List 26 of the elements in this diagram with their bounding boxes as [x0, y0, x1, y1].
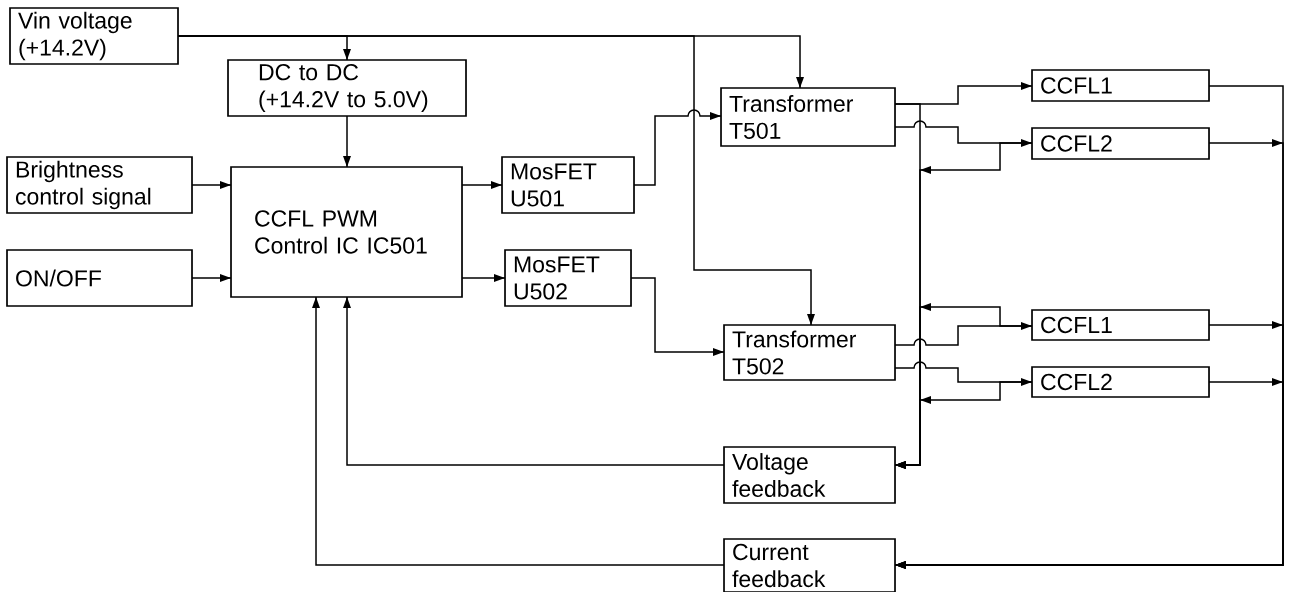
connector-arrow [343, 296, 725, 466]
block-box: Current feedback [723, 538, 896, 592]
block-box: CCFL PWM Control IC IC501 [230, 166, 463, 298]
connector-arrow [191, 181, 232, 189]
block-box: Vin voltage (+14.2V) [9, 7, 179, 65]
connector-arrow [894, 381, 1033, 469]
block-box: CCFL2 [1031, 366, 1210, 398]
connector-arrow [633, 109, 722, 186]
block-box: DC to DC (+14.2V to 5.0V) [227, 59, 467, 117]
connector-arrow [343, 115, 351, 168]
block-box: ON/OFF [6, 249, 193, 307]
block-box: CCFL1 [1031, 309, 1210, 341]
connector-arrow [461, 181, 503, 189]
connector-arrow [312, 296, 725, 566]
connector-arrow [630, 277, 725, 356]
block-box: CCFL2 [1031, 127, 1210, 160]
block-box: Transformer T502 [723, 324, 896, 381]
connector-arrow [191, 274, 232, 282]
connector-arrow [461, 274, 506, 282]
block-box: MosFET U502 [504, 249, 632, 307]
connector-arrow [177, 35, 815, 326]
block-box: MosFET U501 [501, 156, 635, 214]
block-box: Voltage feedback [723, 446, 896, 504]
block-box: Brightness control signal [6, 156, 193, 214]
block-box: Transformer T501 [720, 87, 896, 147]
block-box: CCFL1 [1031, 69, 1210, 102]
